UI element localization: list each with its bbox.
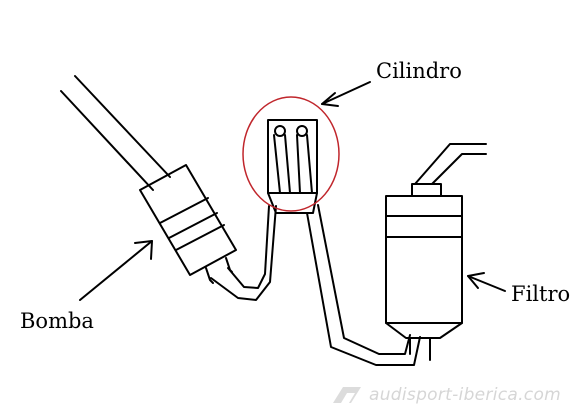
pump-inlet-pipe (60, 75, 171, 191)
watermark-text: audisport-iberica.com (369, 385, 562, 405)
arrow-cilindro (321, 81, 371, 107)
audisport-logo-icon (333, 387, 361, 403)
cylinder-highlight-circle (242, 96, 340, 212)
hose-cylinder-to-filter (306, 212, 421, 366)
label-bomba: Bomba (20, 309, 94, 333)
label-filtro: Filtro (511, 282, 571, 306)
pump-body (139, 164, 237, 276)
filter-outlet-pipe (414, 143, 487, 185)
hose-pump-to-cylinder-inner (227, 205, 270, 289)
filter-canister (385, 183, 463, 361)
watermark: audisport-iberica.com (331, 383, 561, 407)
label-cilindro: Cilindro (376, 59, 462, 83)
hose-pump-to-cylinder (210, 205, 277, 301)
hose-cylinder-to-filter-inner (317, 204, 411, 355)
arrow-filtro (467, 272, 506, 292)
cylinder-block (267, 119, 318, 214)
pump-outlet-stubs (205, 257, 233, 284)
arrow-bomba (79, 240, 153, 301)
